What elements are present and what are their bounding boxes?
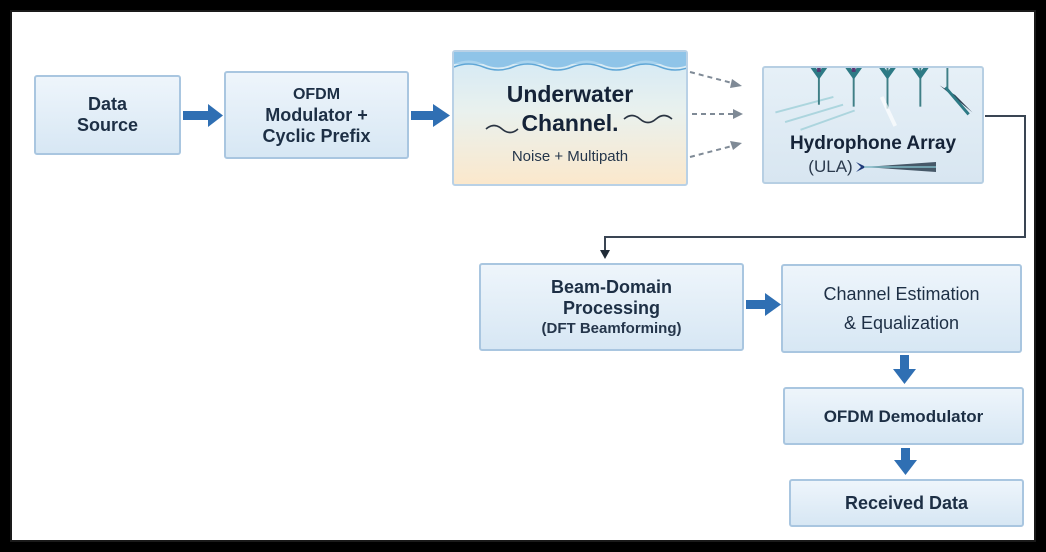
underwater-channel-block: Underwater Channel. Noise + Multipath [452,50,688,186]
modulator-label-3: Cyclic Prefix [262,125,371,146]
beam-domain-processing-block: Beam-Domain Processing (DFT Beamforming) [479,263,744,351]
hydrophone-array-block: Hydrophone Array (ULA) [762,66,984,184]
received-data-block: Received Data [789,479,1024,527]
channel-estimation-block: Channel Estimation & Equalization [781,264,1022,353]
estimation-label-2: & Equalization [843,312,960,333]
demodulator-label: OFDM Demodulator [823,406,984,426]
water-surface-icon [454,52,686,71]
channel-title-2: Channel. [521,110,619,136]
beam-label-1: Beam-Domain [550,276,673,297]
estimation-label-1: Channel Estimation [823,283,980,304]
channel-subtitle: Noise + Multipath [511,148,629,165]
data-source-block: Data Source [34,75,181,155]
beam-label-3: (DFT Beamforming) [541,319,682,337]
multipath-wave-icon [485,114,673,134]
beam-label-2: Processing [562,297,661,318]
channel-title-1: Underwater [506,81,634,107]
data-source-label-1: Data [87,94,127,114]
modulator-label-2: Modulator + [265,104,368,125]
data-source-label-2: Source [76,115,139,135]
hydrophone-array-icon [775,68,973,131]
ofdm-modulator-block: OFDM Modulator + Cyclic Prefix [224,71,409,159]
modulator-label-1: OFDM [292,85,341,103]
ofdm-demodulator-block: OFDM Demodulator [783,387,1024,445]
received-label: Received Data [844,492,969,513]
